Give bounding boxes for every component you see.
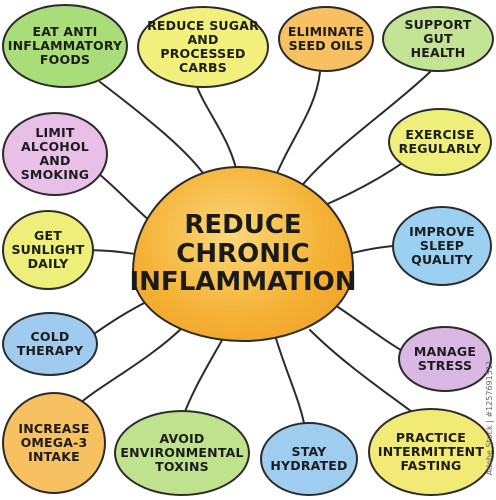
topic-increase-omega-3-intake: INCREASE OMEGA-3 INTAKE [2, 392, 106, 494]
topic-manage-stress: MANAGE STRESS [398, 326, 492, 392]
stock-watermark: Adobe Stock | #1257691511 [485, 360, 494, 476]
topic-label: IMPROVE SLEEP QUALITY [409, 224, 475, 267]
topic-label: EAT ANTI INFLAMMATORY FOODS [7, 24, 123, 67]
topic-label: COLD THERAPY [16, 329, 84, 358]
topic-label: INCREASE OMEGA-3 INTAKE [18, 421, 90, 464]
topic-practice-intermittent-fasting: PRACTICE INTERMITTENT FASTING [368, 408, 494, 496]
topic-label: STAY HYDRATED [270, 444, 348, 473]
link-manage-stress [334, 304, 411, 356]
link-reduce-sugar [195, 83, 239, 179]
topic-label: LIMIT ALCOHOL AND SMOKING [20, 125, 90, 182]
topic-improve-sleep-quality: IMPROVE SLEEP QUALITY [392, 206, 492, 286]
link-stay-hydrated [274, 334, 306, 429]
topic-label: ELIMINATE SEED OILS [287, 24, 365, 53]
topic-limit-alcohol-and-smoking: LIMIT ALCOHOL AND SMOKING [2, 112, 108, 196]
topic-exercise-regularly: EXERCISE REGULARLY [388, 108, 492, 176]
link-eliminate-seed-oils [274, 71, 321, 179]
topic-cold-therapy: COLD THERAPY [2, 312, 98, 376]
link-support-gut-health [299, 71, 431, 189]
topic-eliminate-seed-oils: ELIMINATE SEED OILS [278, 6, 374, 72]
link-increase-omega-3 [77, 324, 186, 406]
topic-stay-hydrated: STAY HYDRATED [260, 422, 358, 496]
topic-label: SUPPORT GUT HEALTH [404, 17, 472, 60]
topic-label: AVOID ENVIRONMENTAL TOXINS [120, 431, 244, 474]
topic-label: REDUCE SUGAR AND PROCESSED CARBS [147, 18, 259, 75]
topic-avoid-environmental-toxins: AVOID ENVIRONMENTAL TOXINS [114, 410, 250, 496]
central-topic: REDUCE CHRONIC INFLAMMATION [129, 166, 357, 342]
topic-eat-anti-inflammatory-foods: EAT ANTI INFLAMMATORY FOODS [2, 4, 128, 88]
topic-reduce-sugar-and-processed-carbs: REDUCE SUGAR AND PROCESSED CARBS [137, 6, 269, 88]
topic-support-gut-health: SUPPORT GUT HEALTH [382, 6, 494, 72]
link-eat-anti-inflammatory-foods [99, 81, 213, 189]
topic-label: GET SUNLIGHT DAILY [11, 228, 85, 271]
link-cold-therapy [87, 299, 151, 339]
topic-get-sunlight-daily: GET SUNLIGHT DAILY [2, 210, 94, 290]
topic-label: MANAGE STRESS [413, 344, 477, 373]
topic-label: EXERCISE REGULARLY [398, 127, 482, 156]
topic-label: PRACTICE INTERMITTENT FASTING [377, 430, 485, 473]
central-topic-label: REDUCE CHRONIC INFLAMMATION [129, 210, 357, 298]
